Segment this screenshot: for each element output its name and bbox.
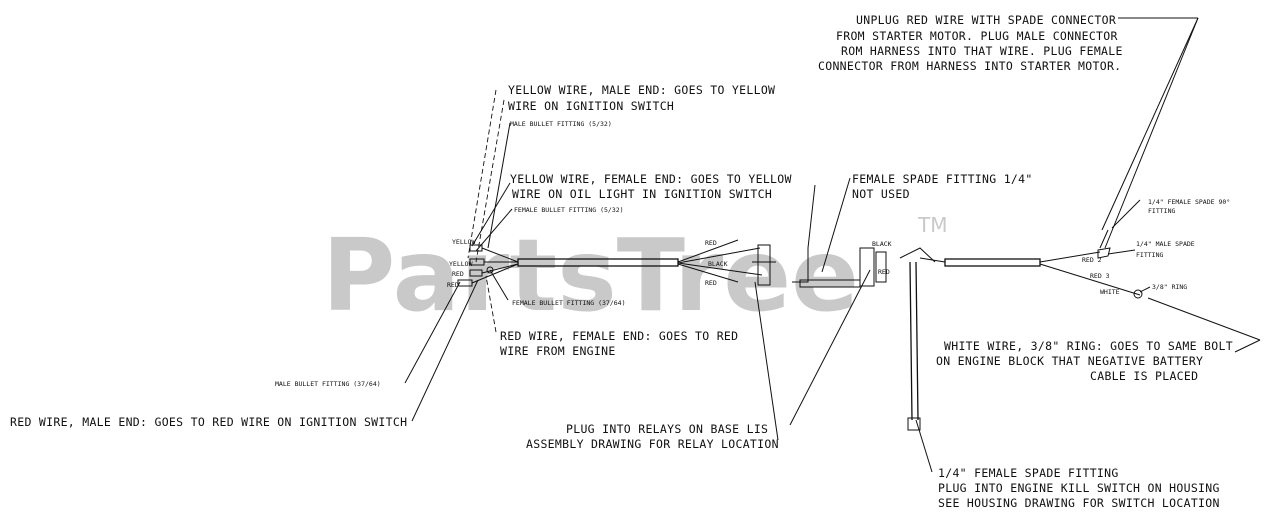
svg-text:YELLOW WIRE, MALE END: GOES TO: YELLOW WIRE, MALE END: GOES TO YELLOW	[508, 83, 775, 97]
svg-text:CONNECTOR FROM HARNESS INTO ST: CONNECTOR FROM HARNESS INTO STARTER MOTO…	[818, 59, 1121, 73]
svg-text:ROM HARNESS INTO THAT WIRE. PL: ROM HARNESS INTO THAT WIRE. PLUG FEMALE	[841, 44, 1123, 58]
svg-text:YELLOW: YELLOW	[452, 238, 476, 246]
relay-plug-left: RED BLACK RED	[705, 239, 776, 287]
svg-text:1/4" FEMALE SPADE 90°: 1/4" FEMALE SPADE 90°	[1148, 198, 1230, 206]
svg-text:RED 2: RED 2	[1082, 256, 1102, 264]
callout-right-fittings: 1/4" FEMALE SPADE 90° FITTING 1/4" MALE …	[1136, 198, 1230, 291]
watermark-trademark: TM	[917, 213, 947, 237]
callout-relays: PLUG INTO RELAYS ON BASE LIS ASSEMBLY DR…	[526, 422, 779, 451]
callout-yellow-male: YELLOW WIRE, MALE END: GOES TO YELLOW WI…	[508, 83, 775, 128]
callout-red-male: MALE BULLET FITTING (37/64) RED WIRE, MA…	[10, 380, 407, 429]
svg-text:1/4" FEMALE SPADE FITTING: 1/4" FEMALE SPADE FITTING	[938, 466, 1119, 480]
svg-text:NOT USED: NOT USED	[852, 187, 910, 201]
svg-text:RED WIRE, FEMALE END: GOES TO: RED WIRE, FEMALE END: GOES TO RED	[500, 329, 738, 343]
svg-text:WHITE: WHITE	[1100, 288, 1120, 296]
svg-text:WIRE FROM ENGINE: WIRE FROM ENGINE	[500, 344, 616, 358]
svg-text:UNPLUG RED WIRE WITH SPADE CON: UNPLUG RED WIRE WITH SPADE CONNECTOR	[856, 13, 1116, 27]
svg-text:3/8" RING: 3/8" RING	[1152, 283, 1187, 291]
callout-white-ring: WHITE WIRE, 3/8" RING: GOES TO SAME BOLT…	[936, 339, 1233, 383]
leader-lines	[754, 17, 1261, 473]
left-connector-cluster: YELLOW YELLOW RED RED	[447, 238, 519, 289]
harness-right-run: RED 2 RED 3 WHITE	[919, 229, 1143, 299]
svg-text:WIRE ON OIL LIGHT IN IGNITION: WIRE ON OIL LIGHT IN IGNITION SWITCH	[512, 187, 772, 201]
relay-plug-center: BLACK RED	[792, 184, 892, 288]
svg-text:RED: RED	[705, 239, 717, 247]
svg-text:BLACK: BLACK	[872, 240, 892, 248]
left-leaders	[404, 89, 513, 422]
kill-switch-wire	[899, 247, 936, 431]
watermark: PartsTree	[322, 217, 859, 334]
svg-text:RED WIRE, MALE END: GOES TO RE: RED WIRE, MALE END: GOES TO RED WIRE ON …	[10, 415, 407, 429]
svg-text:FEMALE BULLET FITTING (5/32): FEMALE BULLET FITTING (5/32)	[514, 206, 624, 214]
svg-text:CABLE IS PLACED: CABLE IS PLACED	[1090, 369, 1198, 383]
svg-text:SEE HOUSING DRAWING FOR SWITCH: SEE HOUSING DRAWING FOR SWITCH LOCATION	[938, 496, 1220, 510]
callout-red-female: FEMALE BULLET FITTING (37/64) RED WIRE, …	[500, 299, 738, 358]
svg-text:FROM STARTER MOTOR. PLUG MALE: FROM STARTER MOTOR. PLUG MALE CONNECTOR	[836, 29, 1118, 43]
svg-text:PLUG INTO RELAYS ON BASE LIS: PLUG INTO RELAYS ON BASE LIS	[566, 422, 768, 436]
callout-unplug-red: UNPLUG RED WIRE WITH SPADE CONNECTOR FRO…	[818, 13, 1123, 73]
svg-text:FEMALE BULLET FITTING (37/64): FEMALE BULLET FITTING (37/64)	[512, 299, 626, 307]
svg-text:MALE BULLET FITTING (5/32): MALE BULLET FITTING (5/32)	[510, 120, 612, 128]
svg-text:FEMALE SPADE FITTING 1/4": FEMALE SPADE FITTING 1/4"	[852, 172, 1033, 186]
svg-text:RED: RED	[447, 281, 459, 289]
svg-text:ASSEMBLY DRAWING FOR RELAY LOC: ASSEMBLY DRAWING FOR RELAY LOCATION	[526, 437, 779, 451]
svg-text:MALE BULLET FITTING (37/64): MALE BULLET FITTING (37/64)	[275, 380, 381, 388]
svg-text:YELLOW WIRE, FEMALE END: GOES: YELLOW WIRE, FEMALE END: GOES TO YELLOW	[510, 172, 792, 186]
svg-text:WHITE WIRE, 3/8" RING: GOES TO: WHITE WIRE, 3/8" RING: GOES TO SAME BOLT	[944, 339, 1233, 353]
svg-text:RED: RED	[452, 270, 464, 278]
svg-text:1/4" MALE SPADE: 1/4" MALE SPADE	[1136, 240, 1195, 248]
svg-text:RED 3: RED 3	[1090, 272, 1110, 280]
svg-text:FITTING: FITTING	[1136, 251, 1163, 259]
svg-text:WIRE ON IGNITION SWITCH: WIRE ON IGNITION SWITCH	[508, 99, 674, 113]
svg-text:ON ENGINE BLOCK THAT NEGATIVE: ON ENGINE BLOCK THAT NEGATIVE BATTERY	[936, 354, 1203, 368]
callout-female-spade: FEMALE SPADE FITTING 1/4" NOT USED	[852, 172, 1033, 201]
svg-text:RED: RED	[878, 268, 890, 276]
callout-yellow-female: YELLOW WIRE, FEMALE END: GOES TO YELLOW …	[510, 172, 792, 214]
callout-kill-switch: 1/4" FEMALE SPADE FITTING PLUG INTO ENGI…	[938, 466, 1220, 510]
svg-text:BLACK: BLACK	[708, 260, 728, 268]
svg-text:FITTING: FITTING	[1148, 207, 1175, 215]
svg-text:RED: RED	[705, 279, 717, 287]
svg-text:YELLOW: YELLOW	[449, 260, 473, 268]
harness-main-run	[517, 239, 763, 283]
svg-text:PLUG INTO ENGINE KILL SWITCH O: PLUG INTO ENGINE KILL SWITCH ON HOUSING	[938, 481, 1220, 495]
